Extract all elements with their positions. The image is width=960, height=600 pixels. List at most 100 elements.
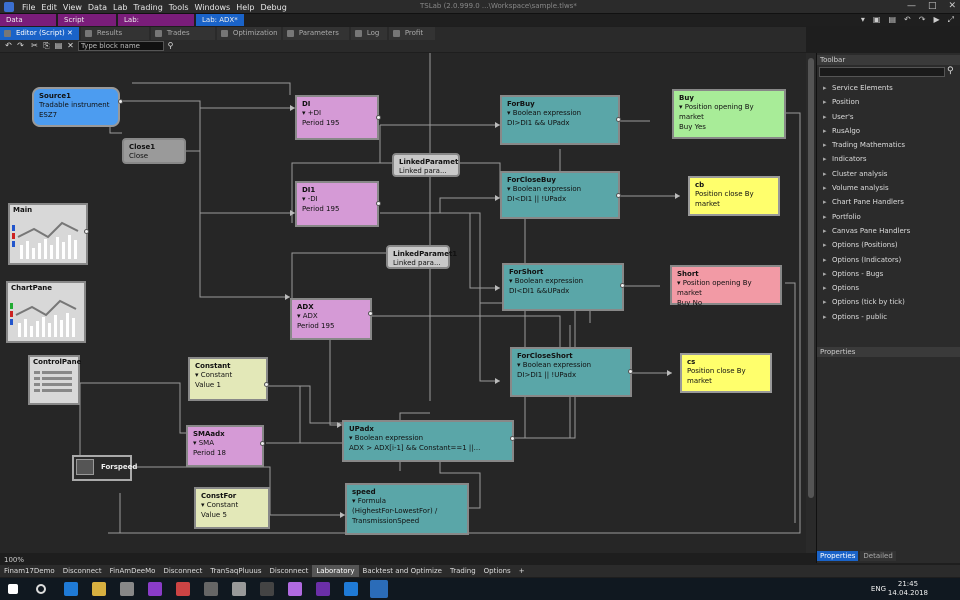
block-forcloseshort[interactable]: ForCloseShort ▾ Boolean expression DI>DI…	[510, 347, 632, 397]
menu-lab[interactable]: Lab	[112, 2, 128, 12]
toolbar-search-input[interactable]	[819, 67, 945, 77]
output-port-icon[interactable]	[510, 436, 515, 441]
paste-icon[interactable]: ▤	[54, 41, 63, 50]
copy-icon[interactable]: ⎘	[43, 41, 50, 50]
output-port-icon[interactable]	[620, 283, 625, 288]
menu-data[interactable]: Data	[87, 2, 107, 12]
toolbar-item[interactable]: RusAlgo	[821, 124, 957, 138]
output-port-icon[interactable]	[260, 441, 265, 446]
tab-results[interactable]: Results	[80, 27, 149, 40]
block-speed[interactable]: speed ▾ Formula (HighestFor-LowestFor) /…	[345, 483, 469, 535]
app-icon[interactable]	[204, 582, 218, 596]
fullscreen-icon[interactable]: ⤢	[947, 15, 954, 24]
doc-tab-lab-adx[interactable]: Lab: ADX*	[196, 14, 244, 26]
toolbar-item[interactable]: Volume analysis	[821, 181, 957, 195]
tab-parameters[interactable]: Parameters	[282, 27, 349, 40]
output-port-icon[interactable]	[616, 117, 621, 122]
toolbar-item[interactable]: Position	[821, 95, 957, 109]
ie-icon[interactable]	[344, 582, 358, 596]
toolbar-item[interactable]: Options (tick by tick)	[821, 295, 957, 309]
search-icon[interactable]: ⚲	[167, 41, 174, 50]
close-icon[interactable]: ✕	[948, 1, 956, 11]
block-main[interactable]: Main	[8, 203, 88, 265]
doc-tab-data-manager[interactable]: Data Manager	[0, 14, 56, 36]
output-port-icon[interactable]	[376, 115, 381, 120]
toolbar-item[interactable]: Options (Positions)	[821, 238, 957, 252]
block-cb[interactable]: cb Position close By market	[688, 176, 780, 216]
system-clock[interactable]: 21:45 14.04.2018	[888, 580, 928, 598]
tab-laboratory[interactable]: Laboratory	[312, 565, 359, 577]
block-linked-param[interactable]: LinkedParamet Linked para...	[392, 153, 460, 177]
block-forbuy[interactable]: ForBuy ▾ Boolean expression DI>DI1 && UP…	[500, 95, 620, 145]
provider-finam17demo[interactable]: Finam17Demo	[4, 567, 55, 575]
output-port-icon[interactable]	[264, 382, 269, 387]
block-buy[interactable]: Buy ▾ Position opening By market Buy Yes	[672, 89, 786, 139]
app-icon[interactable]	[288, 582, 302, 596]
minimize-icon[interactable]: —	[906, 1, 916, 11]
tab-trading[interactable]: Trading	[449, 567, 476, 575]
redo-icon[interactable]: ↷	[17, 41, 24, 50]
zoom-level[interactable]: 100%	[4, 556, 25, 564]
toolbar-item[interactable]: Portfolio	[821, 210, 957, 224]
tab-properties[interactable]: Properties	[817, 551, 859, 561]
toolbar-item[interactable]: Options (Indicators)	[821, 253, 957, 267]
menu-view[interactable]: View	[62, 2, 82, 12]
block-constfor[interactable]: ConstFor ▾ Constant Value 5	[194, 487, 270, 529]
toolbar-item[interactable]: Options - Bugs	[821, 267, 957, 281]
block-smaadx[interactable]: SMAadx ▾ SMA Period 18	[186, 425, 264, 467]
undo-icon[interactable]: ↶	[5, 41, 12, 50]
tslab-icon[interactable]	[370, 580, 388, 598]
toolbar-item[interactable]: Service Elements	[821, 81, 957, 95]
language-indicator[interactable]: ENG	[870, 585, 886, 593]
output-port-icon[interactable]	[118, 99, 123, 104]
edge-icon[interactable]	[64, 582, 78, 596]
toolbar-item[interactable]: Trading Mathematics	[821, 138, 957, 152]
menu-edit[interactable]: Edit	[41, 2, 57, 12]
menu-help[interactable]: Help	[236, 2, 255, 12]
scrollbar-thumb[interactable]	[808, 58, 814, 498]
block-linked-param1[interactable]: LinkedParamet1 Linked para...	[386, 245, 457, 269]
block-close1[interactable]: Close1 Close	[122, 138, 186, 164]
menu-tools[interactable]: Tools	[168, 2, 189, 12]
block-chartpane[interactable]: ChartPane	[6, 281, 86, 343]
output-port-icon[interactable]	[616, 193, 621, 198]
script-canvas[interactable]: Source1 Tradable instrument ESZ7 Close1 …	[0, 53, 806, 553]
maximize-icon[interactable]: □	[927, 1, 937, 11]
app-icon[interactable]	[176, 582, 190, 596]
doc-tab-lab-democsv[interactable]: Lab: DemoCSV_H1	[118, 14, 194, 36]
toolbar-item[interactable]: Chart Pane Handlers	[821, 195, 957, 209]
output-port-icon[interactable]	[628, 369, 633, 374]
block-constant[interactable]: Constant ▾ Constant Value 1	[188, 357, 268, 401]
folder-icon[interactable]	[92, 582, 106, 596]
output-port-icon[interactable]	[368, 311, 373, 316]
toolbar-item[interactable]: Options - public	[821, 310, 957, 324]
menu-trading[interactable]: Trading	[133, 2, 163, 12]
windows-start-icon[interactable]	[8, 584, 18, 594]
redo-icon[interactable]: ↷	[918, 15, 926, 24]
block-source1[interactable]: Source1 Tradable instrument ESZ7	[32, 87, 120, 127]
tab-log[interactable]: Log	[350, 27, 387, 40]
panel-icon[interactable]: ▣	[872, 15, 881, 24]
doc-tab-script-manager[interactable]: Script manager	[58, 14, 116, 36]
app-icon[interactable]	[260, 582, 274, 596]
calculator-icon[interactable]	[232, 582, 246, 596]
search-icon[interactable]: ⚲	[947, 66, 954, 76]
block-forclosebuy[interactable]: ForCloseBuy ▾ Boolean expression DI<DI1 …	[500, 171, 620, 219]
delete-icon[interactable]: ✕	[67, 41, 74, 50]
toolbar-item[interactable]: Canvas Pane Handlers	[821, 224, 957, 238]
tab-optimization[interactable]: Optimization	[216, 27, 281, 40]
block-controlpane[interactable]: ControlPane	[28, 355, 81, 405]
block-adx[interactable]: ADX ▾ ADX Period 195	[290, 298, 372, 340]
cut-icon[interactable]: ✂	[31, 41, 38, 50]
tab-detailed[interactable]: Detailed	[860, 551, 896, 561]
toolbar-item[interactable]: Indicators	[821, 152, 957, 166]
toolbar-item[interactable]: Options	[821, 281, 957, 295]
block-search-input[interactable]: Type block name	[78, 41, 164, 51]
undo-icon[interactable]: ↶	[904, 15, 911, 24]
block-upadx[interactable]: UPadx ▾ Boolean expression ADX > ADX[i-1…	[342, 420, 514, 462]
tab-editor[interactable]: Editor (Script) ✕	[0, 27, 79, 40]
toolbar-item[interactable]: User's	[821, 110, 957, 124]
provider-finamdeemo[interactable]: FinAmDeeMo	[109, 567, 156, 575]
visual-studio-icon[interactable]	[316, 582, 330, 596]
app-icon[interactable]	[120, 582, 134, 596]
